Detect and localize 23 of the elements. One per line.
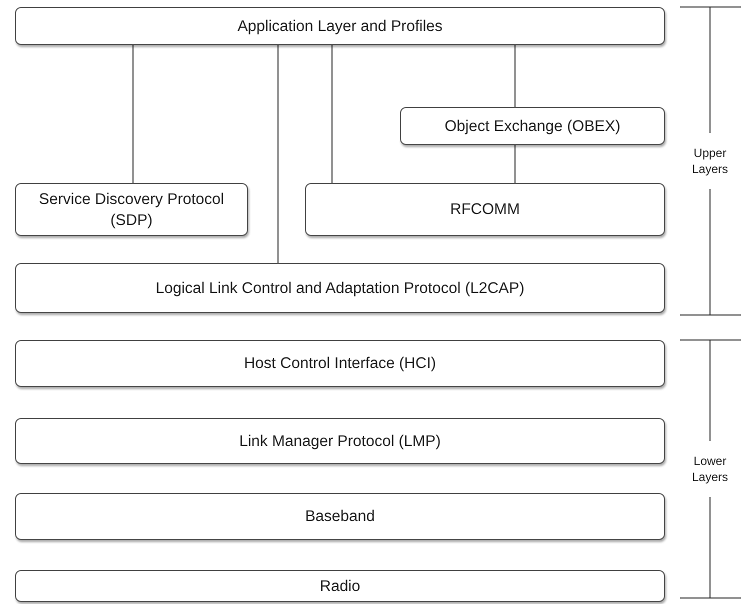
- layer-box: [15, 340, 665, 387]
- layer-box: [15, 183, 248, 236]
- layer-box: [15, 7, 665, 45]
- layer-label: Radio: [320, 576, 360, 596]
- layer-box: [15, 263, 665, 313]
- layer-label: Baseband: [305, 507, 375, 527]
- bracket-label: Lower Layers: [690, 453, 730, 485]
- layer-box: [15, 418, 665, 464]
- layer-label: Application Layer and Profiles: [237, 16, 443, 36]
- layer-label: Logical Link Control and Adaptation Protocol (L2CAP): [156, 278, 524, 298]
- layer-label: Link Manager Protocol (LMP): [239, 432, 441, 452]
- layer-label: Host Control Interface (HCI): [244, 354, 436, 374]
- layer-label: Service Discovery Protocol (SDP): [38, 190, 226, 230]
- connector-line: [132, 44, 134, 184]
- layer-label: RFCOMM: [450, 200, 520, 220]
- layer-label: Object Exchange (OBEX): [444, 116, 620, 136]
- layer-box: [400, 107, 665, 145]
- bracket-label: Upper Layers: [690, 145, 730, 177]
- connector-line: [514, 144, 516, 184]
- connector-line: [514, 44, 516, 108]
- layer-box: [305, 183, 665, 236]
- layer-box: [15, 570, 665, 602]
- layer-box: [15, 493, 665, 540]
